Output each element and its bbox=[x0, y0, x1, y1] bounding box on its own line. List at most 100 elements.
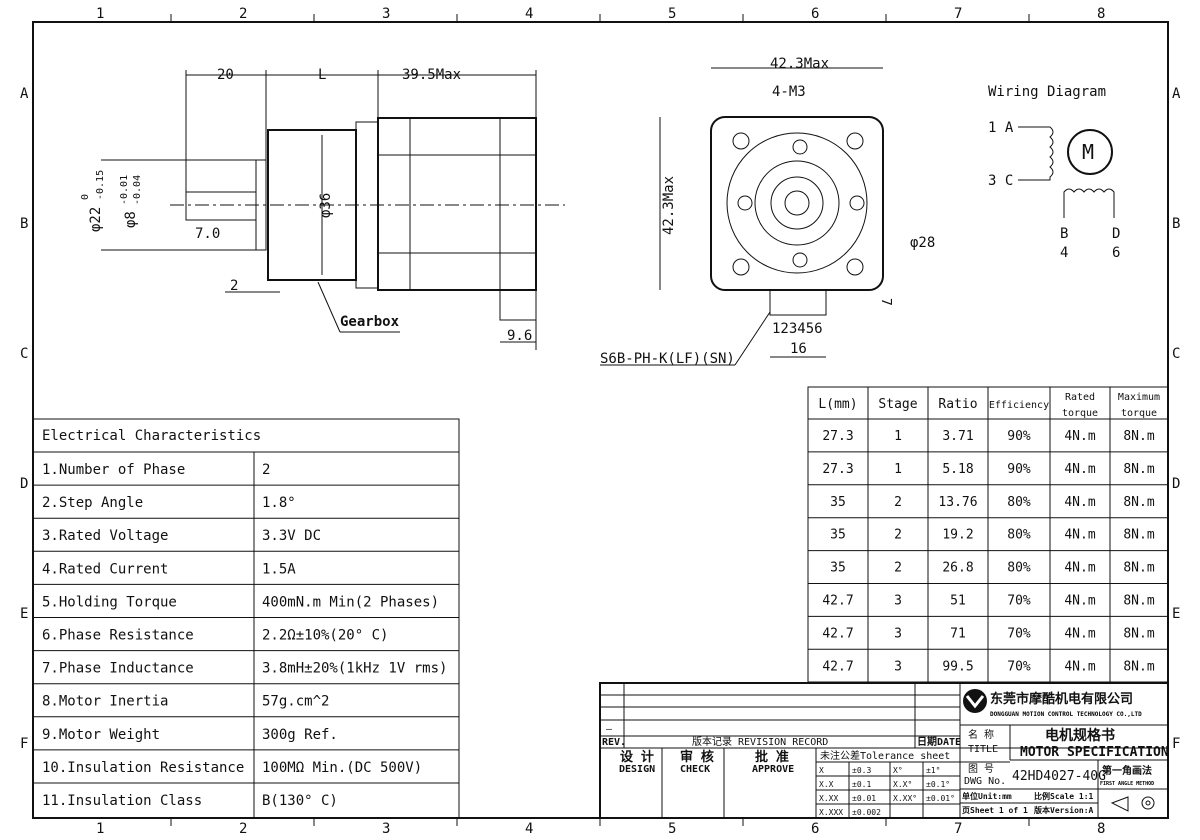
tol-lo: -0.15 bbox=[95, 170, 106, 200]
dwg-cn: 图 号 bbox=[968, 763, 994, 775]
ruler-row-left: A bbox=[20, 86, 29, 102]
ruler-col-top: 2 bbox=[239, 6, 247, 22]
tolerance-cell: ±0.01° bbox=[926, 794, 955, 803]
ruler-col-top: 3 bbox=[382, 6, 390, 22]
gearbox-cell: 3 bbox=[894, 594, 902, 609]
gearbox-cell: 80% bbox=[1007, 528, 1031, 543]
gearbox-header: Ratio bbox=[938, 397, 977, 412]
gearbox-cell: 2 bbox=[894, 495, 902, 510]
electrical-param-value: 1.5A bbox=[262, 561, 296, 577]
first-angle-projection-icon bbox=[1110, 796, 1155, 812]
ruler-row-right: C bbox=[1172, 346, 1180, 362]
tolerance-cell: X.X° bbox=[893, 780, 912, 789]
electrical-param-name: 4.Rated Current bbox=[42, 561, 168, 577]
gearbox-cell: 13.76 bbox=[938, 495, 977, 510]
ruler-row-left: F bbox=[20, 736, 28, 752]
ruler-col-bottom: 4 bbox=[525, 821, 533, 837]
gearbox-cell: 8N.m bbox=[1123, 462, 1154, 477]
electrical-param-name: 8.Motor Inertia bbox=[42, 694, 168, 710]
projection-method-cn: 第一角画法 bbox=[1102, 764, 1152, 777]
ruler-col-top: 6 bbox=[811, 6, 819, 22]
tolerance-cell: ±0.002 bbox=[852, 808, 881, 817]
gearbox-cell: 80% bbox=[1007, 561, 1031, 576]
ruler-row-right: A bbox=[1172, 86, 1181, 102]
dim-gearbox-length: L bbox=[318, 67, 326, 83]
ruler-col-top: 8 bbox=[1097, 6, 1105, 22]
gearbox-cell: 4N.m bbox=[1064, 626, 1095, 641]
electrical-param-name: 1.Number of Phase bbox=[42, 462, 185, 478]
company-name-en: DONGGUAN MOTION CONTROL TECHNOLOGY CO.,L… bbox=[990, 711, 1142, 718]
dim-connector-width: 16 bbox=[790, 341, 807, 357]
gearbox-cell: 51 bbox=[950, 594, 966, 609]
gearbox-cell: 2 bbox=[894, 561, 902, 576]
ruler-row-right: B bbox=[1172, 216, 1180, 232]
dim-step: 2 bbox=[230, 278, 238, 294]
ruler-row-left: C bbox=[20, 346, 28, 362]
doc-title-en: MOTOR SPECIFICATION bbox=[1020, 745, 1169, 760]
gearbox-cell: 4N.m bbox=[1064, 528, 1095, 543]
electrical-param-name: 10.Insulation Resistance bbox=[42, 760, 244, 776]
gearbox-cell: 80% bbox=[1007, 495, 1031, 510]
revision-record-label: 版本记录 REVISION RECORD bbox=[692, 735, 828, 748]
gearbox-cell: 3 bbox=[894, 659, 902, 674]
dim-flange-dia: φ22 bbox=[88, 207, 104, 232]
electrical-param-name: 7.Phase Inductance bbox=[42, 661, 194, 677]
gearbox-cell: 4N.m bbox=[1064, 462, 1095, 477]
tolerance-cell: ±0.3 bbox=[852, 766, 871, 775]
wiring-diagram: Wiring Diagram M 1 A 3 C B 4 D 6 bbox=[988, 84, 1120, 261]
gearbox-cell: 90% bbox=[1007, 429, 1031, 444]
electrical-param-value: 2 bbox=[262, 462, 270, 478]
gearbox-cell: 8N.m bbox=[1123, 528, 1154, 543]
dim-front-width: 42.3Max bbox=[770, 56, 829, 72]
gearbox-cell: 71 bbox=[950, 626, 966, 641]
electrical-param-name: 9.Motor Weight bbox=[42, 727, 160, 743]
ruler-col-top: 5 bbox=[668, 6, 676, 22]
gearbox-cell: 70% bbox=[1007, 594, 1031, 609]
drawing-number: 42HD4027-40G bbox=[1012, 769, 1106, 784]
wire-c-label: 3 C bbox=[988, 173, 1013, 189]
gearbox-cell: 35 bbox=[830, 561, 846, 576]
dim-mount-holes: 4-M3 bbox=[772, 84, 806, 100]
side-view: 20 L 39.5Max φ22 0 -0.15 φ8 -0.01 -0.04 … bbox=[80, 67, 565, 350]
dim-body-length: 39.5Max bbox=[402, 67, 461, 83]
wire-d-label: D bbox=[1112, 226, 1120, 242]
wire-b-label: B bbox=[1060, 226, 1068, 242]
ruler-col-bottom: 5 bbox=[668, 821, 676, 837]
gearbox-cell: 1 bbox=[894, 462, 902, 477]
electrical-param-value: 1.8° bbox=[262, 495, 296, 511]
dim-gear-dia: φ36 bbox=[318, 193, 334, 218]
ruler-row-right: E bbox=[1172, 606, 1180, 622]
rev-dash: — bbox=[606, 724, 613, 735]
gearbox-cell: 42.7 bbox=[822, 594, 853, 609]
gearbox-cell: 42.7 bbox=[822, 659, 853, 674]
tolerance-cell: ±0.01 bbox=[852, 794, 876, 803]
dim-front-height: 42.3Max bbox=[661, 176, 677, 235]
gearbox-cell: 4N.m bbox=[1064, 495, 1095, 510]
scale-label: 比例Scale 1:1 bbox=[1034, 791, 1094, 801]
gearbox-cell: 99.5 bbox=[942, 659, 973, 674]
gearbox-cell: 1 bbox=[894, 429, 902, 444]
tolerance-cell: ±1° bbox=[926, 766, 940, 775]
electrical-param-value: 300g Ref. bbox=[262, 727, 338, 743]
ruler-col-top: 1 bbox=[96, 6, 104, 22]
date-label: 日期DATE bbox=[917, 735, 961, 748]
gearbox-cell: 5.18 bbox=[942, 462, 973, 477]
ruler-row-left: E bbox=[20, 606, 28, 622]
title-label: TITLE bbox=[968, 744, 998, 755]
gearbox-cell: 42.7 bbox=[822, 626, 853, 641]
electrical-param-value: 3.3V DC bbox=[262, 528, 321, 544]
gearbox-cell: 90% bbox=[1007, 462, 1031, 477]
electrical-param-value: 400mN.m Min(2 Phases) bbox=[262, 594, 439, 610]
gearbox-header: Stage bbox=[878, 397, 917, 412]
ruler-col-bottom: 2 bbox=[239, 821, 247, 837]
projection-method: FIRST ANGLE METHOD bbox=[1100, 781, 1154, 787]
unit-label: 单位Unit:mm bbox=[962, 791, 1012, 801]
gearbox-cell: 2 bbox=[894, 528, 902, 543]
dwg-label: DWG No. bbox=[964, 776, 1006, 787]
wire-b-number: 4 bbox=[1060, 245, 1068, 261]
gearbox-cell: 8N.m bbox=[1123, 594, 1154, 609]
